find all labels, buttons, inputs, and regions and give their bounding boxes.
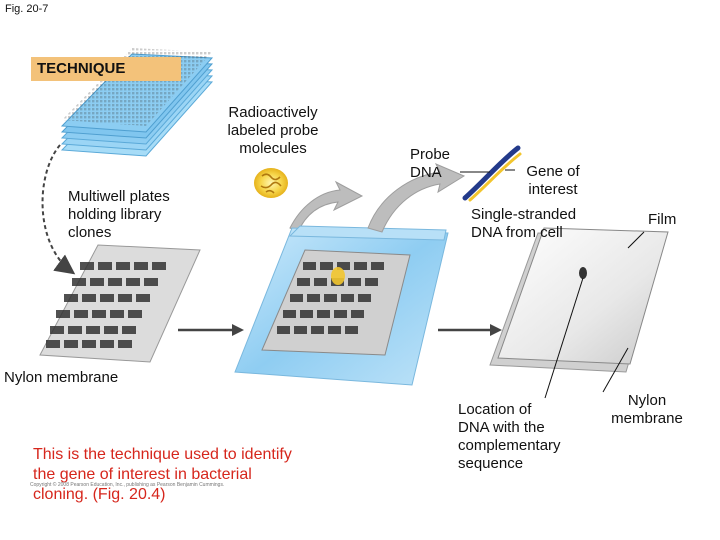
radioactive-probe-label: Radioactively labeled probe molecules (227, 104, 319, 157)
nylon-membrane-left-label: Nylon membrane (4, 369, 119, 386)
location-pointer (544, 277, 584, 399)
hybridization-bag (234, 225, 449, 386)
arrow-to-bag (178, 324, 244, 336)
film-stack (489, 227, 669, 373)
film-pointer (627, 231, 645, 249)
zoom-arrow (367, 163, 466, 233)
technique-heading: TECHNIQUE (31, 57, 181, 81)
single-stranded-label: Single-stranded DNA from cell (471, 206, 577, 241)
nylon-membrane-left (39, 244, 201, 363)
probe-dna-label: Probe DNA (410, 146, 451, 181)
location-of-dna-label: Location of DNA with the complementary s… (458, 401, 561, 472)
nylon-membrane-right-label: Nylon membrane (611, 392, 683, 427)
copyright-notice: Copyright © 2008 Pearson Education, Inc.… (30, 482, 225, 488)
multiwell-plates-label: Multiwell plates holding library clones (68, 188, 170, 241)
technique-note: This is the technique used to identify t… (33, 446, 292, 503)
figure-label: Fig. 20-7 (5, 3, 49, 15)
nylon-pointer (602, 347, 629, 393)
probe-binding-detail (460, 145, 522, 202)
probe-molecules (254, 168, 288, 198)
transfer-dashed-arrow (41, 144, 76, 275)
probe-pour-arrow (289, 180, 364, 233)
arrow-to-film (438, 324, 502, 336)
film-label: Film (648, 211, 677, 228)
gene-of-interest-label: Gene of interest (526, 163, 580, 198)
